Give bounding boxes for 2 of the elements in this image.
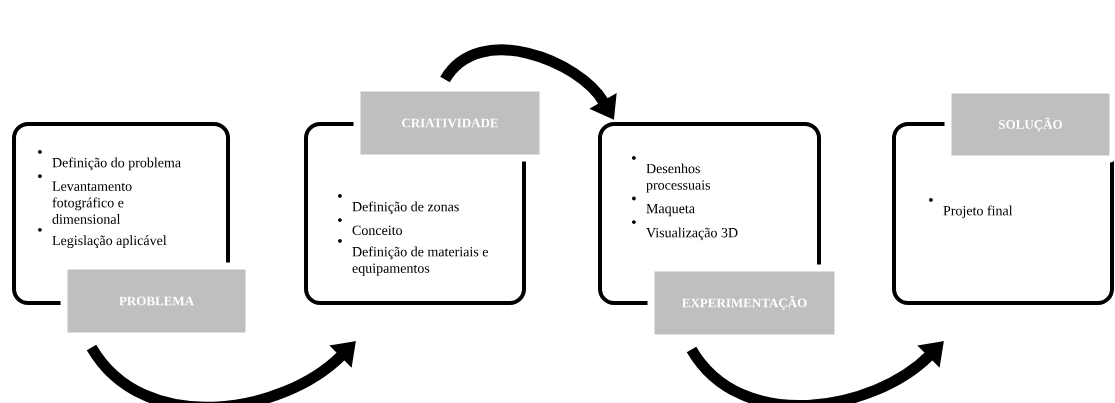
curved-arrow [687, 341, 944, 403]
curved-arrow [87, 341, 356, 403]
